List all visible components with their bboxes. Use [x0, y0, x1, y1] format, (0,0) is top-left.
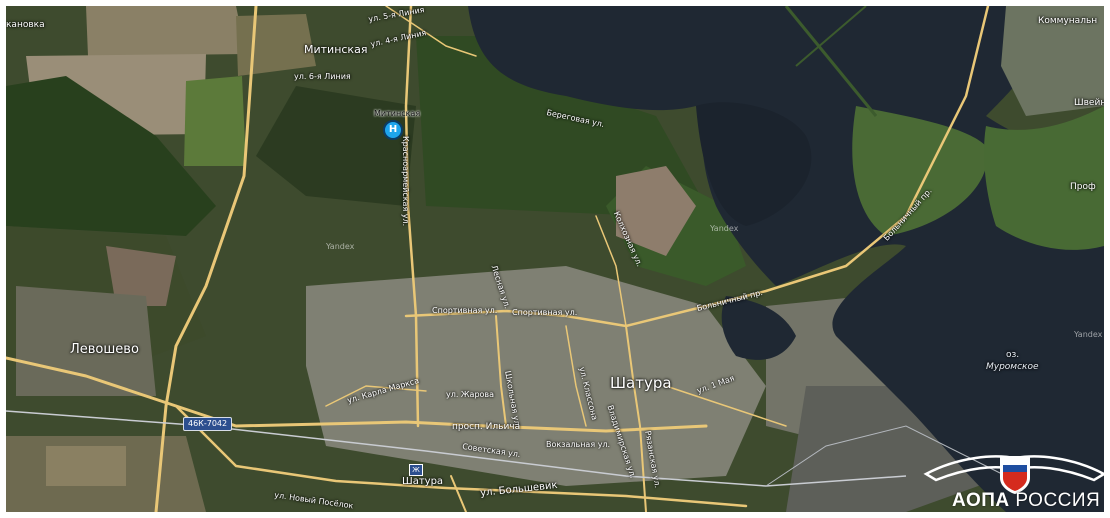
watermark: Yandex — [326, 242, 355, 251]
logo-wordmark: АОПА РОССИЯ — [952, 490, 1100, 512]
watermark: Yandex — [1074, 330, 1103, 339]
aopa-logo: АОПА РОССИЯ — [926, 450, 1104, 512]
place-label-mitinskaya: Митинская — [304, 43, 368, 56]
street-label: Спортивная ул. — [512, 308, 578, 317]
place-label-levoshevo: Левошево — [70, 342, 139, 357]
heliport-label: Митинская — [374, 109, 421, 118]
lake-name: Муромское — [986, 362, 1039, 372]
logo-text-light: РОССИЯ — [1015, 490, 1101, 511]
satellite-map[interactable]: кановка Митинская Левошево Шатура Коммун… — [6, 6, 1104, 512]
logo-wings — [923, 455, 1104, 494]
road-number-badge: 46К-7042 — [183, 417, 233, 431]
place-label-edge-top-right: Коммунальн — [1038, 16, 1098, 26]
place-label-edge-right2: Проф — [1070, 182, 1096, 192]
street-label: Красноармейская ул. — [401, 136, 410, 227]
station-label: Шатура — [402, 476, 444, 487]
street-label: просп. Ильича — [452, 422, 521, 432]
watermark: Yandex — [710, 224, 739, 233]
place-label-shatura: Шатура — [610, 374, 672, 392]
map-imagery — [6, 6, 1104, 512]
street-label: ул. Жарова — [446, 390, 495, 399]
place-label-edge-right: Швейн — [1074, 98, 1104, 108]
train-station-icon[interactable]: Ж — [409, 464, 423, 476]
logo-text-bold: АОПА — [952, 490, 1010, 511]
heliport-marker-icon[interactable]: H — [383, 120, 403, 140]
street-label: Спортивная ул. — [432, 306, 498, 315]
street-label: ул. 6-я Линия — [294, 72, 351, 81]
street-label: Вокзальная ул. — [546, 440, 611, 449]
place-label-edge-top-left: кановка — [6, 20, 45, 30]
lake-prefix: оз. — [1006, 350, 1020, 360]
